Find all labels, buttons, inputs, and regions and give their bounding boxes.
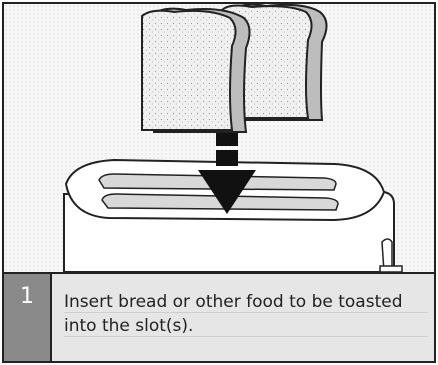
step-caption: 1 Insert bread or other food to be toast… [4,272,434,363]
bread-slice [142,9,250,132]
step-number: 1 [4,284,50,309]
step-text: Insert bread or other food to be toasted… [64,290,428,338]
step-number-box: 1 [4,274,52,363]
toaster-illustration [4,4,434,272]
